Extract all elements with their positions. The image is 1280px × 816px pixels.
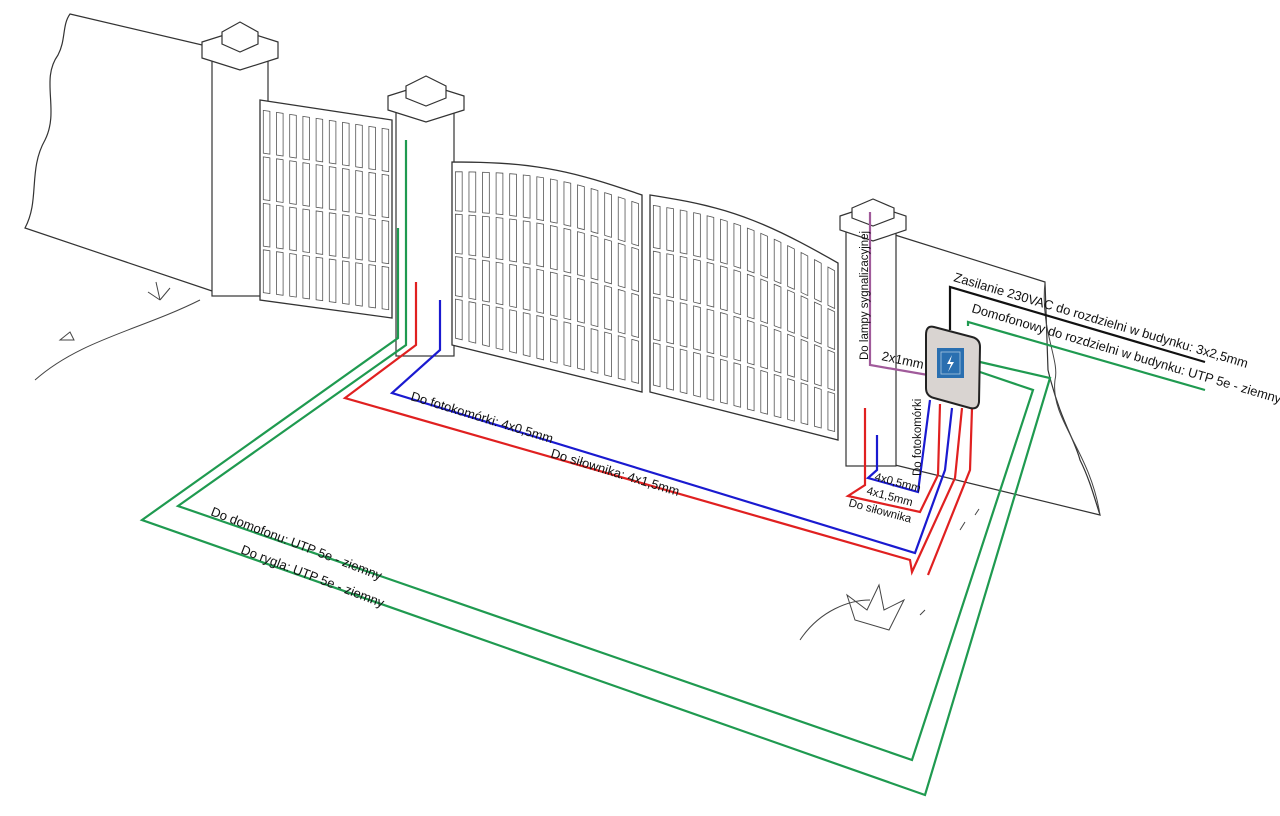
pillar-left: [201, 21, 279, 297]
electrical-box-lightning-icon: [937, 348, 964, 378]
left-wall: [24, 13, 216, 381]
wire-actuator-lower: [926, 407, 974, 576]
control-box: [925, 325, 982, 410]
wire-power: [948, 285, 1206, 364]
wires: [139, 140, 1206, 797]
wire-bolt: [139, 228, 1052, 797]
right-wall: [894, 234, 1101, 516]
gate-small: [259, 99, 393, 319]
wire-signal-lamp: [868, 212, 929, 377]
ground-plant: [799, 508, 980, 641]
wire-intercom-feed: [966, 320, 1206, 392]
label-actuator-main: Do siłownika: 4x1,5mm: [549, 446, 681, 499]
gate-main-left: [451, 161, 643, 393]
wire-actuator-main: [342, 282, 964, 576]
wire-photocell-main: [389, 300, 954, 555]
gate-leaves: [259, 99, 839, 441]
label-photocell-vertical: Do fotokomórki: [912, 399, 924, 476]
label-signal-lamp: Do lampy sygnalizacyjnej: [859, 231, 871, 360]
wire-photocell-short: [865, 399, 932, 494]
wire-actuator-short: [845, 403, 942, 514]
wire-intercom: [175, 140, 1035, 762]
gate-main-right: [649, 194, 839, 441]
pillar-right: [839, 198, 907, 467]
